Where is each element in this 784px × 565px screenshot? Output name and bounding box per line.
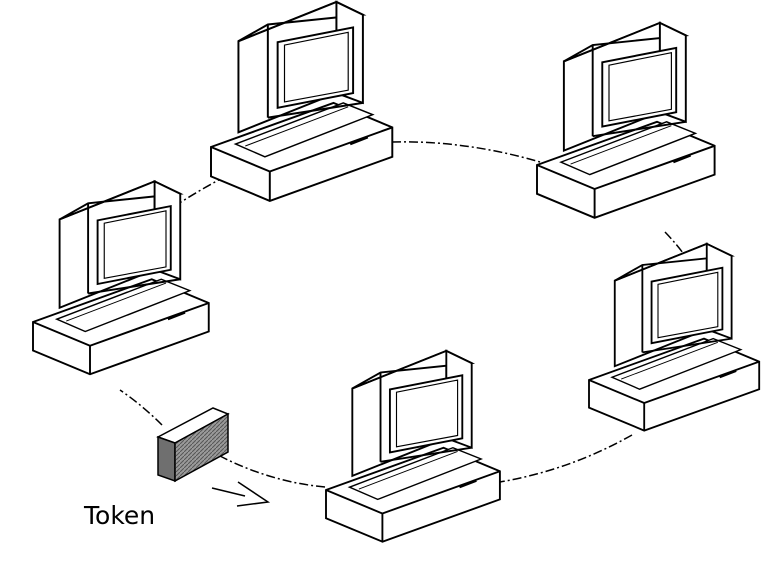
cable-bottom-to-token	[217, 454, 326, 488]
cable-right-to-bottom	[499, 434, 633, 483]
token-label: Token	[84, 501, 156, 530]
token-direction-arrow	[211, 481, 271, 507]
token-block	[156, 407, 230, 483]
computer-node-bottom	[324, 349, 502, 543]
cable-token-to-left	[119, 389, 163, 426]
computer-node-left	[31, 180, 210, 376]
cable-topleft-to-topright	[391, 141, 551, 166]
computer-node-right	[587, 242, 761, 432]
computer-node-top-left	[209, 0, 394, 203]
computer-node-top-right	[535, 21, 716, 219]
